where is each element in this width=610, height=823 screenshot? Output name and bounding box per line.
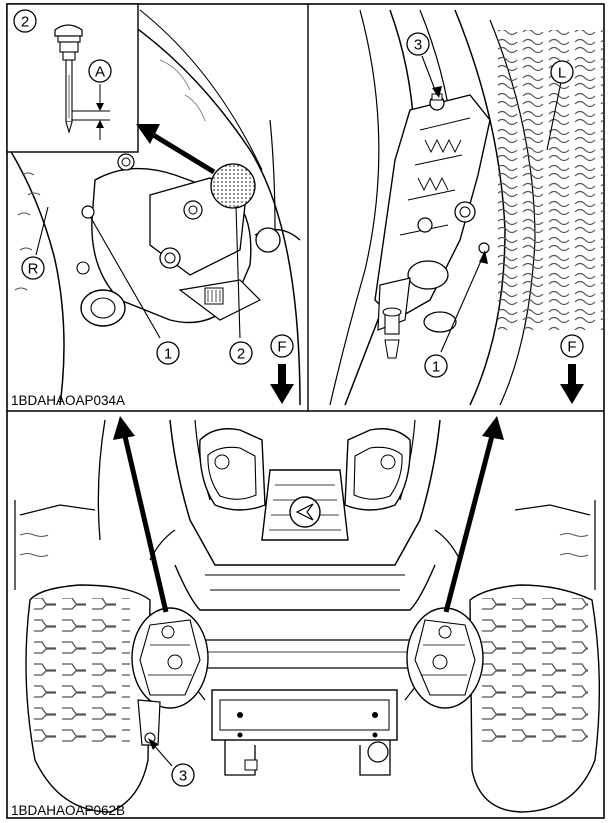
zoom-arrow-right [482, 416, 504, 440]
brand-emblem [289, 496, 321, 528]
label-f-topright: F [567, 339, 576, 356]
grease-nipple-detail [54, 24, 110, 140]
label-1-topleft: 1 [164, 346, 172, 363]
label-l: L [558, 65, 566, 82]
tire-tread-front-right [482, 598, 588, 748]
zoom-arrow-left [113, 416, 135, 440]
label-r: R [28, 261, 39, 278]
label-f-topleft: F [277, 339, 286, 356]
top-left-panel: 2 A R 1 2 F 1BDAHAOAP034A [6, 3, 301, 408]
label-1-topright: 1 [432, 359, 440, 376]
figure-code-top: 1BDAHAOAP034A [11, 393, 125, 408]
bottom-panel: 3 1BDAHAOAP062B [11, 416, 601, 818]
label-3-topright: 3 [414, 37, 422, 54]
zoom-arrow-topleft [136, 124, 160, 144]
figure-code-bottom: 1BDAHAOAP062B [11, 803, 125, 818]
label-3-bottom: 3 [179, 768, 187, 785]
tire-tread-front-left [34, 598, 130, 748]
inset-label-2: 2 [21, 14, 29, 31]
front-arrow-topleft [270, 384, 294, 404]
front-arrow-topright [560, 384, 584, 404]
label-2-topleft: 2 [237, 346, 245, 363]
top-right-panel: 3 L 1 F [329, 9, 604, 406]
dust-cap [210, 163, 256, 209]
label-a: A [95, 64, 105, 81]
tire-tread-right [498, 30, 604, 330]
